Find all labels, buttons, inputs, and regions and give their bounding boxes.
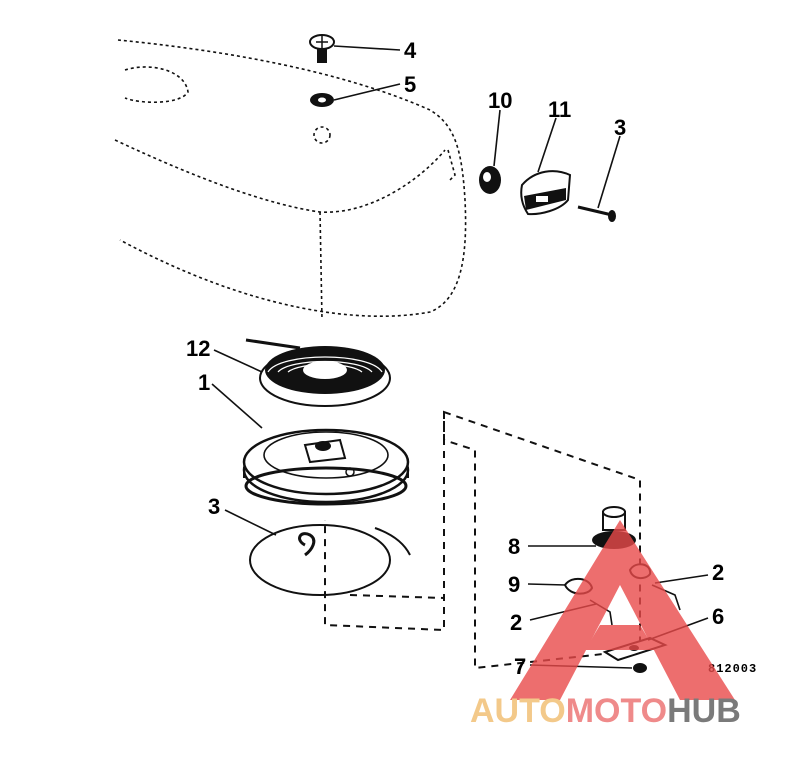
anchor-pin-part <box>577 205 616 222</box>
callout-3-lower: 3 <box>208 494 220 519</box>
callout-12: 12 <box>186 336 210 361</box>
pulley-part <box>242 428 410 506</box>
callout-4: 4 <box>404 38 417 63</box>
screw-part <box>309 34 335 63</box>
callout-2-right: 2 <box>712 560 724 585</box>
engine-cover <box>114 39 467 321</box>
callout-5: 5 <box>404 72 416 97</box>
callout-8: 8 <box>508 534 520 559</box>
watermark-logo <box>510 520 735 700</box>
grommet-part <box>479 166 501 194</box>
callout-11: 11 <box>548 97 571 122</box>
callout-3-top: 3 <box>614 115 626 140</box>
callout-9: 9 <box>508 572 520 597</box>
leader-lines <box>211 45 709 669</box>
watermark-triangle <box>510 520 735 700</box>
assembly-dashed-outline <box>324 410 641 670</box>
rewind-spring-part <box>245 338 391 407</box>
watermark-text-moto: MOTO <box>566 692 667 730</box>
watermark-text-hub: HUB <box>667 692 741 730</box>
washer-part <box>310 93 334 107</box>
callout-1: 1 <box>198 370 210 395</box>
drawing-code: 812003 <box>708 662 757 676</box>
watermark-text-auto: AUTO <box>470 692 566 730</box>
callout-10: 10 <box>488 88 512 113</box>
starter-rope-part <box>249 524 411 596</box>
callout-6: 6 <box>712 604 724 629</box>
callout-7: 7 <box>514 654 526 679</box>
handle-part <box>520 170 572 216</box>
callout-2-left: 2 <box>510 610 522 635</box>
watermark-text: AUTOMOTOHUB <box>470 692 741 730</box>
